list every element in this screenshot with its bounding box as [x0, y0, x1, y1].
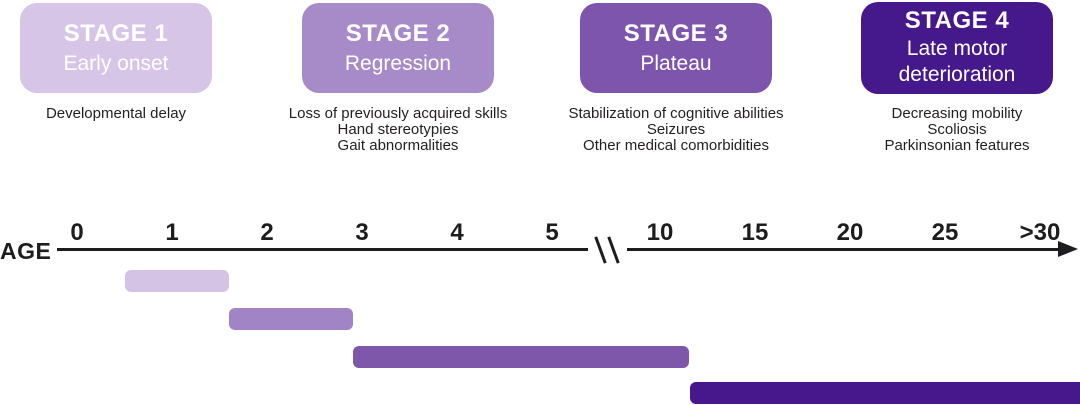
feature-line: Gait abnormalities — [337, 137, 459, 154]
feature-line: Other medical comorbidities — [583, 137, 769, 154]
age-axis-line-left — [57, 248, 588, 251]
stage-2-box: STAGE 2 Regression — [302, 3, 494, 93]
stage-1-age-bar — [124, 270, 229, 292]
axis-tick-label: 1 — [165, 219, 179, 246]
stage-1-features: Developmental delay — [0, 106, 256, 122]
feature-line: Loss of previously acquired skills — [288, 105, 508, 122]
stage-3-features: Stabilization of cognitive abilities Sei… — [536, 106, 816, 154]
axis-tick-label: 20 — [836, 219, 864, 246]
stage-4-subtitle: Late motor deterioration — [898, 37, 1016, 86]
stage-1-box: STAGE 1 Early onset — [20, 3, 212, 93]
stage-2-column: STAGE 2 Regression Loss of previously ac… — [258, 0, 538, 154]
stage-4-features: Decreasing mobility Scoliosis Parkinsoni… — [817, 106, 1080, 154]
axis-break-mark — [594, 236, 607, 264]
stage-3-box: STAGE 3 Plateau — [580, 3, 772, 93]
axis-tick-label: 3 — [355, 219, 369, 246]
axis-tick-label: 2 — [260, 219, 274, 246]
stage-3-subtitle: Plateau — [640, 51, 712, 75]
axis-break-mark — [607, 236, 620, 264]
feature-line: Scoliosis — [927, 121, 987, 138]
stage-2-age-bar — [229, 308, 353, 330]
stage-1-title: STAGE 1 — [63, 19, 169, 47]
feature-line: Parkinsonian features — [884, 137, 1030, 154]
stage-3-age-bar — [352, 346, 689, 368]
stage-3-column: STAGE 3 Plateau Stabilization of cogniti… — [536, 0, 816, 154]
feature-line: Seizures — [646, 121, 706, 138]
stage-4-box: STAGE 4 Late motor deterioration — [861, 2, 1053, 94]
feature-line: Hand stereotypies — [337, 121, 459, 138]
feature-line: Stabilization of cognitive abilities — [568, 105, 784, 122]
stage-1-subtitle: Early onset — [63, 51, 169, 75]
feature-line: Decreasing mobility — [891, 105, 1023, 122]
axis-tick-label: >30 — [1019, 219, 1061, 246]
stage-4-age-bar — [690, 382, 1080, 404]
stage-2-subtitle: Regression — [344, 51, 452, 75]
age-axis-line-right — [627, 248, 1061, 251]
axis-tick-label: 4 — [450, 219, 464, 246]
axis-tick-label: 15 — [741, 219, 769, 246]
feature-line: Developmental delay — [45, 105, 187, 122]
stage-2-title: STAGE 2 — [345, 19, 451, 47]
axis-tick-label: 0 — [70, 219, 84, 246]
stage-4-column: STAGE 4 Late motor deterioration Decreas… — [817, 0, 1080, 154]
stage-2-features: Loss of previously acquired skills Hand … — [258, 106, 538, 154]
axis-tick-label: 10 — [646, 219, 674, 246]
stage-4-title: STAGE 4 — [904, 7, 1010, 34]
axis-arrowhead-icon — [1058, 241, 1078, 257]
axis-tick-label: 5 — [545, 219, 559, 246]
axis-tick-label: 25 — [931, 219, 959, 246]
stage-1-column: STAGE 1 Early onset Developmental delay — [0, 0, 256, 122]
age-axis-label: AGE — [0, 238, 52, 264]
stage-3-title: STAGE 3 — [623, 19, 729, 47]
